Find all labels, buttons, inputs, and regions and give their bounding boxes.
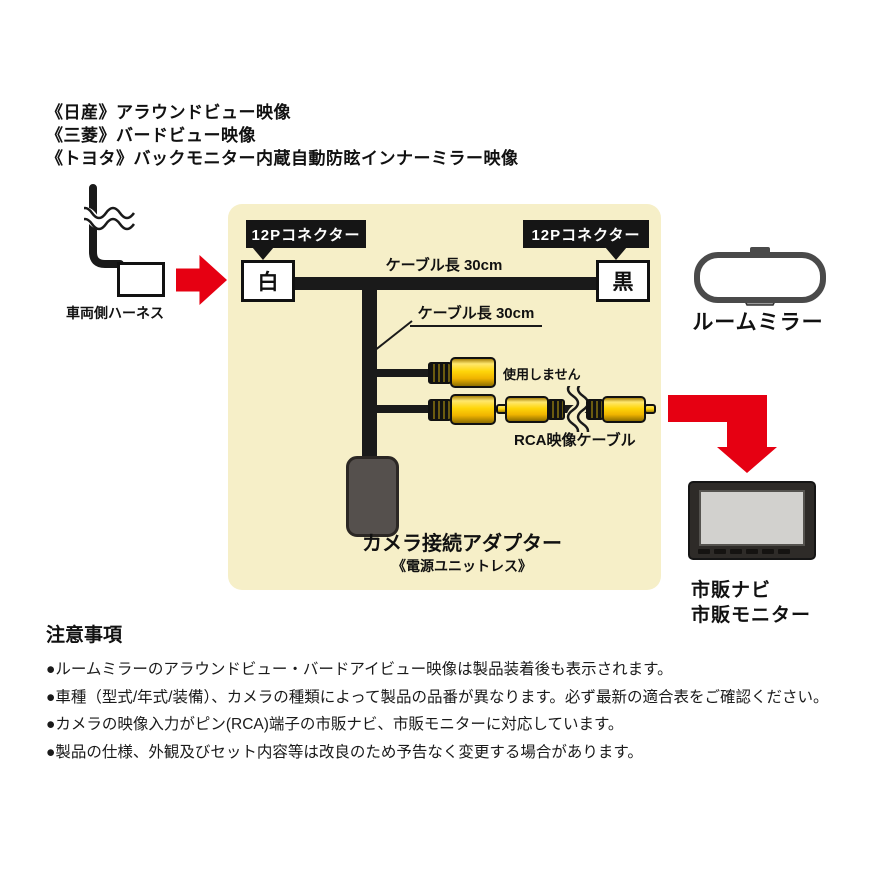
arrow-right-icon <box>176 255 227 305</box>
note-item: ●カメラの映像入力がピン(RCA)端子の市販ナビ、市販モニターに対応しています。 <box>46 716 624 733</box>
compat-line-mitsubishi: 《三菱》バードビュー映像 <box>46 126 256 145</box>
cable-length-label-branch: ケーブル長 30cm <box>410 302 542 327</box>
monitor-label-1: 市販ナビ <box>691 580 772 601</box>
adapter-diagram-panel <box>228 204 661 590</box>
leader-line <box>373 320 413 352</box>
rca-plug-left-body-icon <box>505 396 549 423</box>
connector-white-box: 白 <box>241 260 295 302</box>
rca-jack1-ribs-icon <box>428 362 452 384</box>
rca-jack2-ribs-icon <box>428 399 452 421</box>
rca-plug-right-body-icon <box>602 396 646 423</box>
cable-length-label-top: ケーブル長 30cm <box>385 257 503 274</box>
note-item: ●製品の仕様、外観及びセット内容等は改良のため予告なく変更する場合があります。 <box>46 743 643 761</box>
notes-heading: 注意事項 <box>46 625 123 646</box>
connector-tag-right: 12Pコネクター <box>523 220 649 248</box>
rca-branch-cable-1 <box>370 369 432 377</box>
monitor-label-2: 市販モニター <box>691 605 812 626</box>
harness-label: 車両側ハーネス <box>66 305 164 321</box>
compat-line-toyota: 《トヨタ》バックモニター内蔵自動防眩インナーミラー映像 <box>46 149 519 168</box>
adapter-subtitle: 《電源ユニットレス》 <box>392 558 532 574</box>
rca-jack2-body-icon <box>450 394 496 425</box>
harness-connector-icon <box>117 262 165 297</box>
monitor-buttons-icon <box>698 548 806 555</box>
notes-list: ●ルームミラーのアラウンドビュー・バードアイビュー映像は製品装着後も表示されます… <box>46 656 876 766</box>
connector-tag-left: 12Pコネクター <box>246 220 366 248</box>
compat-line-nissan: 《日産》アラウンドビュー映像 <box>46 103 291 122</box>
unused-label: 使用しません <box>503 367 581 382</box>
room-mirror-icon <box>694 247 826 306</box>
arrow-down-icon <box>668 395 777 473</box>
rca-jack1-body-icon <box>450 357 496 388</box>
connector-black-box: 黒 <box>596 260 650 302</box>
rca-plug-left-ribs-icon <box>547 399 565 420</box>
branch-cable-vertical <box>362 277 377 458</box>
note-item: ●ルームミラーのアラウンドビュー・バードアイビュー映像は製品装着後も表示されます… <box>46 661 673 678</box>
monitor-icon <box>688 481 816 560</box>
tag-pointer-right <box>605 247 627 260</box>
harness-cable-icon <box>84 184 139 268</box>
monitor-screen-icon <box>699 490 805 546</box>
note-item: ●車種（型式/年式/装備）、カメラの種類によって製品の品番が異なります。必ず最新… <box>46 688 829 706</box>
camera-adapter-box-icon <box>346 456 399 537</box>
main-cable <box>293 277 599 290</box>
compatibility-title: 《日産》アラウンドビュー映像 《三菱》バードビュー映像 《トヨタ》バックモニター… <box>46 101 519 170</box>
cable-break-icon <box>566 386 590 432</box>
rca-plug-right-pin-icon <box>644 404 656 414</box>
room-mirror-label: ルームミラー <box>692 311 824 334</box>
adapter-title: カメラ接続アダプター <box>362 533 562 555</box>
rca-branch-cable-2 <box>370 405 432 413</box>
tag-pointer-left <box>252 247 274 260</box>
rca-cable-label: RCA映像ケーブル <box>514 432 636 449</box>
